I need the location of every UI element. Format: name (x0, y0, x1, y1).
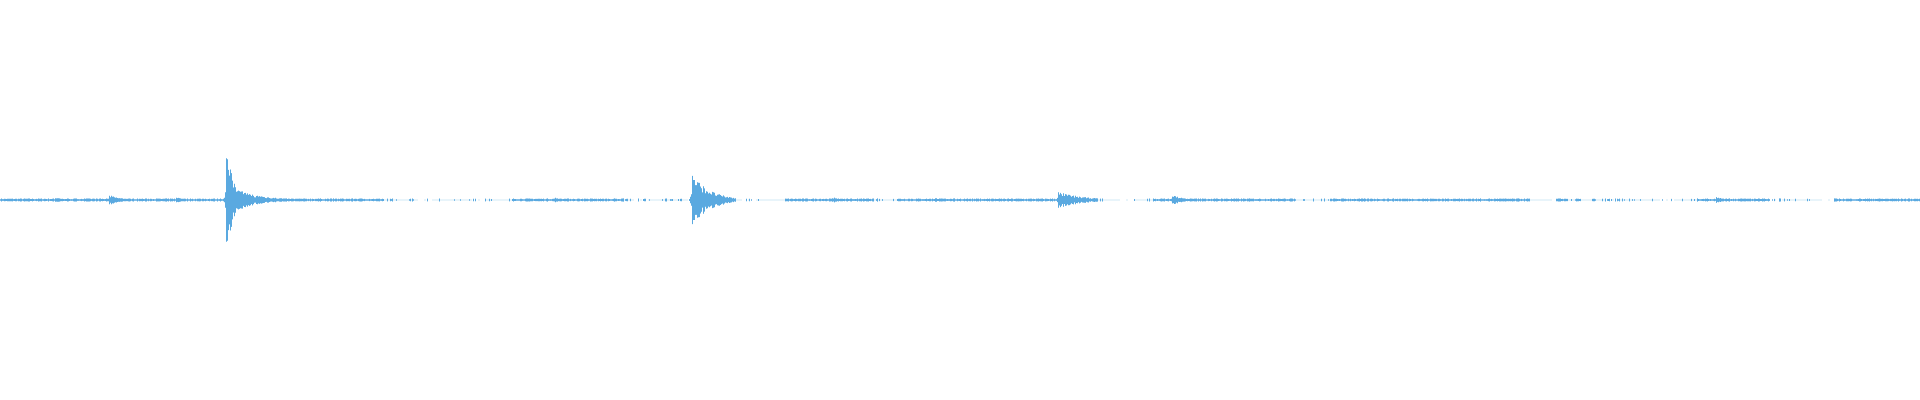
waveform-bars (0, 158, 1920, 242)
